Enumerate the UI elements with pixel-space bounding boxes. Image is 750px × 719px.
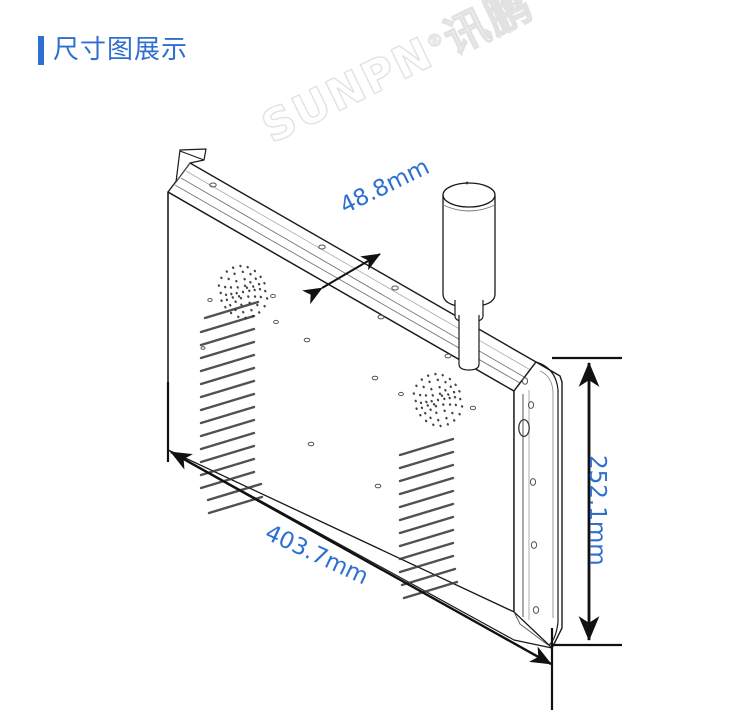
- vent-slots-left: [199, 314, 256, 490]
- bottom-edge-inner: [513, 611, 549, 646]
- right-panel-corner-inner: [539, 370, 554, 618]
- beacon-body: [442, 195, 496, 308]
- screw-hole: [377, 314, 385, 320]
- screw-hole: [307, 441, 315, 447]
- dimension-line-height: [552, 356, 622, 647]
- dimension-line-width: [166, 382, 554, 710]
- page-title: 尺寸图展示: [53, 35, 189, 65]
- beacon-top-cap: [442, 182, 496, 208]
- beacon-top-dot: [465, 181, 469, 185]
- title-accent-bar: [38, 36, 44, 65]
- screw-hole: [371, 375, 379, 381]
- screw-hole: [527, 401, 535, 409]
- right-side-panel: [513, 361, 563, 649]
- tower-beacon-light: [442, 181, 496, 371]
- page-header: 尺寸图展示: [0, 0, 750, 90]
- side-panel-screw-holes: [521, 377, 540, 614]
- screw-hole: [529, 478, 537, 486]
- vent-slots-right: [398, 437, 459, 600]
- dimension-label-height: 252.1mm: [584, 455, 610, 566]
- screw-hole: [398, 391, 404, 397]
- bracket-fold-line: [179, 150, 205, 161]
- screw-hole: [532, 606, 540, 614]
- mounting-screw-holes: [200, 293, 477, 489]
- screw-hole: [207, 298, 213, 302]
- screw-hole: [530, 541, 538, 549]
- screw-hole: [270, 293, 276, 299]
- vent-slots-left-column-b: [203, 300, 264, 515]
- dimension-arrow-width-2: [170, 451, 552, 665]
- screw-hole: [273, 319, 279, 325]
- screw-hole: [391, 285, 399, 291]
- screw-hole: [521, 377, 529, 385]
- screw-hole: [200, 346, 206, 350]
- screw-hole: [444, 353, 452, 359]
- side-panel-oval-port: [518, 418, 530, 438]
- screw-hole: [318, 244, 326, 250]
- bracket-edge-line: [175, 162, 191, 183]
- screw-hole: [469, 405, 477, 411]
- dimension-line-thickness: [302, 253, 381, 305]
- beacon-stem-pole: [458, 315, 480, 371]
- beacon-seam: [442, 204, 496, 212]
- screw-hole: [209, 182, 217, 188]
- screw-hole: [374, 483, 382, 489]
- screw-hole: [303, 337, 311, 343]
